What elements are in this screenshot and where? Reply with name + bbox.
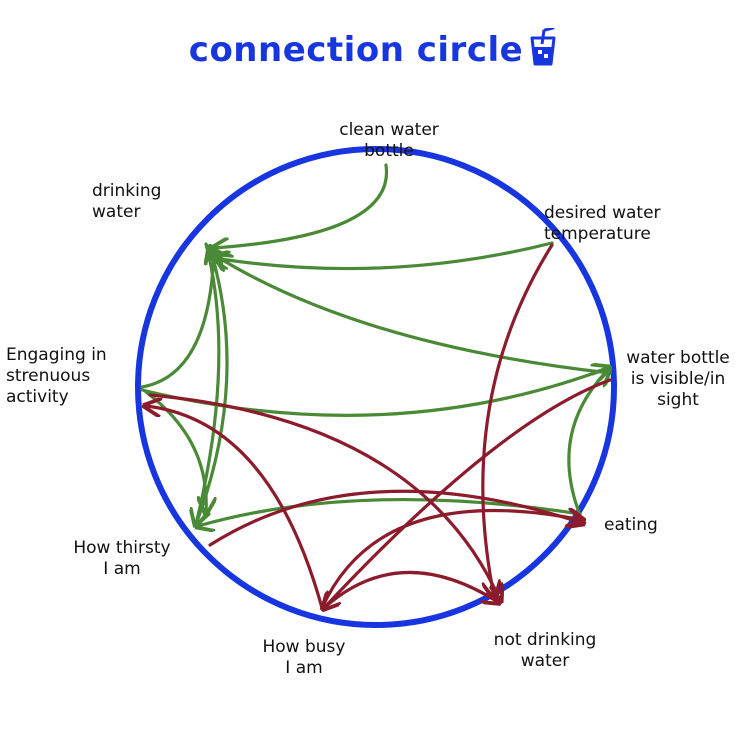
edge-how-busy-to-engaging-strenuous bbox=[146, 406, 324, 610]
edge-engaging-strenuous-to-not-drinking-water bbox=[148, 393, 500, 600]
node-label-how-thirsty: How thirsty I am bbox=[73, 538, 171, 579]
edge-how-busy-to-not-drinking-water bbox=[322, 570, 498, 610]
diagram-title: connection circle bbox=[0, 26, 746, 75]
edge-engaging-strenuous-to-water-bottle-visible bbox=[140, 368, 608, 417]
edge-engaging-strenuous-to-drinking-water bbox=[140, 250, 214, 389]
edge-engaging-strenuous-to-how-thirsty bbox=[144, 390, 206, 512]
node-label-engaging-strenuous: Engaging in strenuous activity bbox=[6, 345, 107, 407]
node-label-clean-water-bottle: clean water bottle bbox=[339, 120, 439, 161]
edge-desired-water-temperature-to-drinking-water bbox=[214, 241, 554, 271]
node-label-not-drinking-water: not drinking water bbox=[493, 630, 597, 671]
node-label-desired-water-temperature: desired water temperature bbox=[544, 203, 661, 244]
node-label-eating: eating bbox=[604, 515, 658, 535]
edge-clean-water-bottle-to-drinking-water bbox=[214, 163, 389, 248]
connection-circle bbox=[135, 146, 617, 628]
node-label-water-bottle-visible: water bottle is visible/in sight bbox=[626, 348, 730, 410]
title-text: connection circle bbox=[188, 30, 524, 70]
edge-desired-water-temperature-to-not-drinking-water bbox=[481, 243, 554, 596]
edge-drinking-water-to-how-thirsty bbox=[196, 242, 221, 524]
node-label-drinking-water: drinking water bbox=[92, 181, 162, 222]
node-label-how-busy: How busy I am bbox=[262, 637, 346, 678]
edge-how-thirsty-to-drinking-water bbox=[194, 248, 229, 526]
edge-how-thirsty-to-eating bbox=[208, 489, 582, 547]
edge-water-bottle-visible-to-how-busy bbox=[324, 378, 612, 608]
edge-how-busy-to-eating bbox=[320, 510, 582, 610]
edges-layer bbox=[140, 163, 612, 610]
edge-water-bottle-visible-to-drinking-water bbox=[216, 256, 612, 375]
water-cup-icon bbox=[529, 26, 557, 75]
